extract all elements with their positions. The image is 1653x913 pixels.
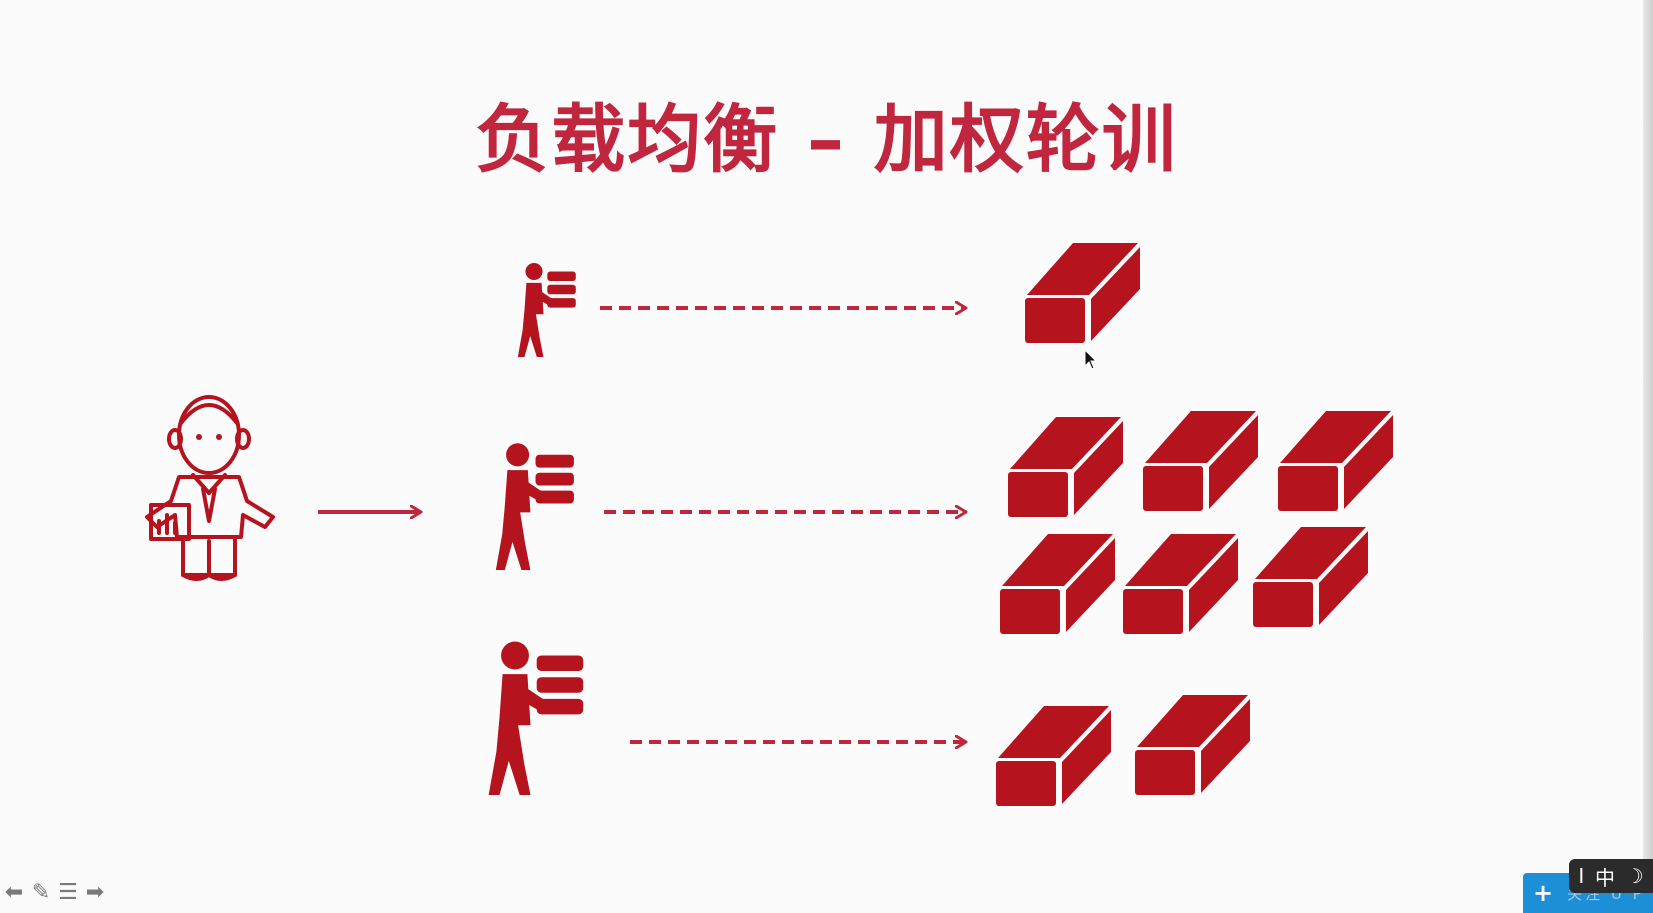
player-controls: ⬅ ✎ ☰ ➡: [2, 881, 107, 905]
worker-icon-large: [489, 642, 584, 795]
brick-icon: [1253, 527, 1368, 627]
brick-icon: [996, 706, 1111, 806]
brick-icon: [1135, 695, 1250, 795]
brick-icon: [1143, 411, 1258, 511]
brick-icon: [1123, 534, 1238, 634]
brick-icon: [1008, 417, 1123, 517]
worker-icon-medium: [496, 443, 574, 570]
brick-icon: [1278, 411, 1393, 511]
mouse-cursor-icon: [1085, 350, 1096, 369]
ime-cursor: I: [1578, 864, 1584, 888]
worker-icon-small: [518, 263, 576, 357]
arrow-right-icon[interactable]: ➡: [83, 881, 107, 905]
ime-mode[interactable]: 中: [1595, 862, 1615, 891]
moon-icon[interactable]: ☽: [1626, 864, 1644, 888]
arrow-left-icon[interactable]: ⬅: [2, 881, 26, 905]
plus-icon: +: [1533, 879, 1553, 907]
brick-icon: [1000, 534, 1115, 634]
menu-icon[interactable]: ☰: [56, 881, 80, 905]
ime-indicator[interactable]: I 中 ☽: [1569, 859, 1653, 893]
brick-icon: [1025, 243, 1140, 343]
pencil-icon[interactable]: ✎: [29, 881, 53, 905]
businessman-icon: [147, 397, 273, 579]
